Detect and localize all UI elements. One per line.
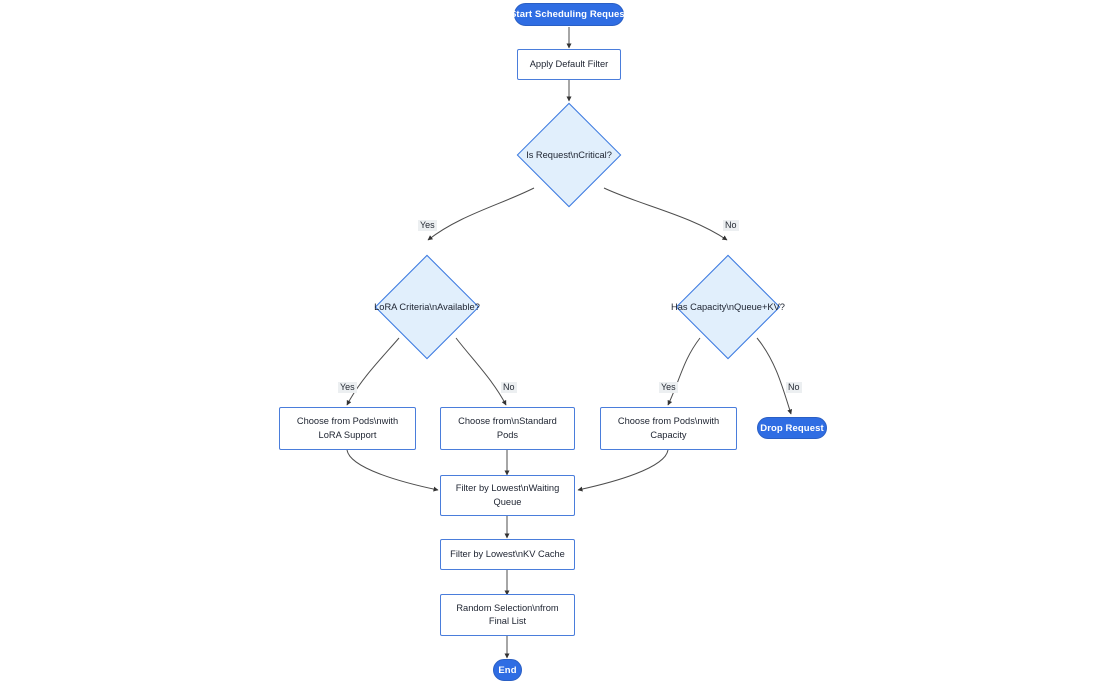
node-label-line2: LoRA Support <box>318 429 377 440</box>
node-start-scheduling-request[interactable]: Start Scheduling Request <box>510 3 628 26</box>
node-end[interactable]: End <box>493 659 522 681</box>
edge-critical-lora <box>427 187 535 241</box>
node-label: Apply Default Filter <box>529 58 609 69</box>
edge-label-critical-no: No <box>723 220 739 231</box>
edge-capacity-drop <box>756 337 793 415</box>
node-label: End <box>498 664 517 676</box>
node-is-request-critical[interactable]: Is Request\nCritical? <box>516 102 622 208</box>
node-filter-by-lowest-kv-cache[interactable]: Filter by Lowest\nKV Cache <box>440 539 575 570</box>
node-label: Has Capacity\nQueue+KV? <box>671 301 785 312</box>
edge-label-capacity-no: No <box>786 382 802 393</box>
node-random-selection-from-final-list[interactable]: Random Selection\nfrom Final List <box>440 594 575 636</box>
node-has-capacity-queue-kv[interactable]: Has Capacity\nQueue+KV? <box>671 254 785 360</box>
node-label: LoRA Criteria\nAvailable? <box>374 301 480 312</box>
node-label-line2: Queue <box>493 496 522 507</box>
node-choose-from-pods-with-capacity[interactable]: Choose from Pods\nwith Capacity <box>600 407 737 450</box>
node-apply-default-filter[interactable]: Apply Default Filter <box>517 49 621 80</box>
edge-label-critical-yes: Yes <box>418 220 437 231</box>
node-label-line1: Random Selection\nfrom <box>456 602 559 613</box>
edge-label-capacity-yes: Yes <box>659 382 678 393</box>
node-label: Is Request\nCritical? <box>526 149 612 160</box>
edge-lora-standardpods <box>455 337 507 406</box>
edge-lora-lorapods <box>346 337 400 406</box>
edge-capacitypods-waiting <box>577 449 669 492</box>
edge-label-lora-no: No <box>501 382 517 393</box>
node-label: Drop Request <box>760 422 824 434</box>
node-label: Start Scheduling Request <box>510 9 629 20</box>
node-choose-from-standard-pods[interactable]: Choose from\nStandard Pods <box>440 407 575 450</box>
node-label-line1: Choose from\nStandard <box>458 416 557 427</box>
edge-label-lora-yes: Yes <box>338 382 357 393</box>
edge-lorapods-waiting <box>346 449 439 492</box>
node-label-line2: Pods <box>496 429 519 440</box>
edge-capacity-capacitypods <box>667 337 701 406</box>
edge-critical-capacity <box>603 187 728 241</box>
node-label-line2: Final List <box>488 616 527 626</box>
node-drop-request[interactable]: Drop Request <box>757 417 827 439</box>
node-label-line1: Choose from Pods\nwith <box>617 416 720 427</box>
node-lora-criteria-available[interactable]: LoRA Criteria\nAvailable? <box>374 254 480 360</box>
node-filter-by-lowest-waiting-queue[interactable]: Filter by Lowest\nWaiting Queue <box>440 475 575 516</box>
node-label-line1: Filter by Lowest\nWaiting <box>455 483 560 494</box>
node-label-line1: Choose from Pods\nwith <box>296 416 399 427</box>
node-choose-from-pods-with-lora-support[interactable]: Choose from Pods\nwith LoRA Support <box>279 407 416 450</box>
node-label-line2: Capacity <box>650 429 687 440</box>
node-label: Filter by Lowest\nKV Cache <box>450 548 565 559</box>
